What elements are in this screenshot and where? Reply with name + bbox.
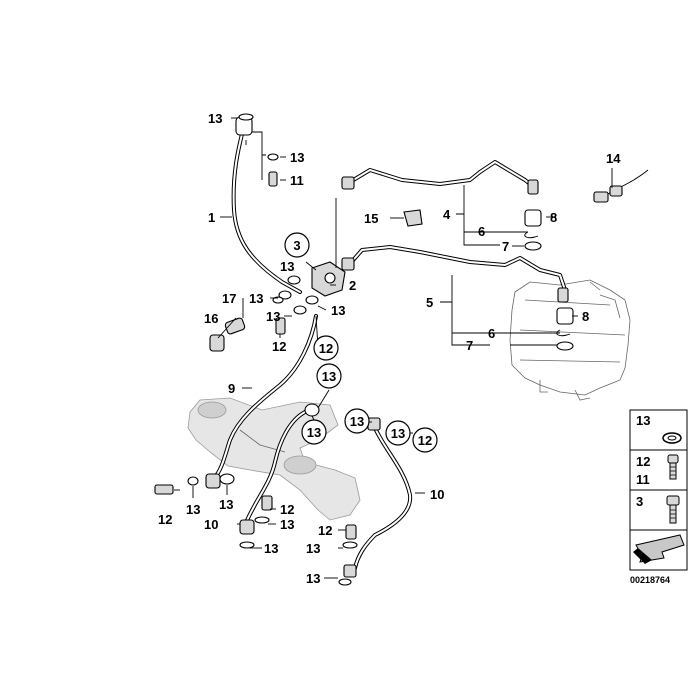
brake-hoses	[212, 128, 567, 570]
circled-callouts: 3 12 13 13 13 13 12	[284, 232, 438, 453]
callout-2: 2	[349, 278, 356, 293]
callout-7-upper: 7	[502, 239, 509, 254]
circled-12-a: 12	[319, 341, 333, 356]
leader-lines	[174, 117, 613, 579]
callout-13-bolt: 13	[266, 309, 280, 324]
hardware-parts	[154, 113, 649, 586]
callout-6-upper: 6	[478, 224, 485, 239]
callout-13-washer-top: 13	[290, 150, 304, 165]
callout-4: 4	[443, 207, 451, 222]
legend-row3-label: 3	[636, 494, 643, 509]
abs-unit-ghost	[509, 279, 631, 401]
circled-13-a: 13	[322, 369, 336, 384]
circled-12-b: 12	[418, 433, 432, 448]
callout-13-bottom-right2: 13	[306, 571, 320, 586]
circled-13-c: 13	[350, 414, 364, 429]
legend-row1-label: 13	[636, 413, 650, 428]
callout-13-bottom-left: 13	[186, 502, 200, 517]
circled-13-b: 13	[307, 425, 321, 440]
callout-15: 15	[364, 211, 378, 226]
callout-10-left: 10	[204, 517, 218, 532]
callout-13-bottom-mid: 13	[219, 497, 233, 512]
callout-8-upper: 8	[550, 210, 557, 225]
hose-10-right	[353, 426, 413, 570]
callout-13-block-right: 13	[331, 303, 345, 318]
callout-labels: 13 13 11 1 14 4 8 15 6 7 13 2 17 13 13 5…	[158, 111, 621, 586]
callout-14: 14	[606, 151, 621, 166]
circled-3: 3	[293, 238, 300, 253]
circled-13-d: 13	[391, 426, 405, 441]
callout-10-right: 10	[430, 487, 444, 502]
callout-13-bottom-mid2: 13	[280, 517, 294, 532]
callout-13-left: 13	[249, 291, 263, 306]
legend-row2a-label: 12	[636, 454, 650, 469]
callout-8-lower: 8	[582, 309, 589, 324]
callout-6-lower: 6	[488, 326, 495, 341]
callout-1: 1	[208, 210, 215, 225]
callout-12-bolt: 12	[272, 339, 286, 354]
legend-bolt-icon	[667, 454, 679, 480]
callout-12-bottom-mid: 12	[280, 502, 294, 517]
callout-13-bottom-end: 13	[264, 541, 278, 556]
callout-16: 16	[204, 311, 218, 326]
callout-9: 9	[228, 381, 235, 396]
document-number: 00218764	[630, 575, 670, 585]
legend-socket-bolt-icon	[666, 495, 680, 524]
callout-17: 17	[222, 291, 236, 306]
callout-12-bottom-left: 12	[158, 512, 172, 527]
callout-12-bottom-right: 12	[318, 523, 332, 538]
callout-11-top: 11	[290, 173, 304, 188]
callout-13-block: 13	[280, 259, 294, 274]
callout-5: 5	[426, 295, 433, 310]
legend-row2b-label: 11	[636, 472, 650, 487]
callout-13-top: 13	[208, 111, 222, 126]
legend-arrow-icon	[633, 534, 685, 564]
parts-legend: 13 12 11 3	[629, 409, 688, 571]
callout-13-bottom-right: 13	[306, 541, 320, 556]
callout-7-lower: 7	[466, 338, 473, 353]
